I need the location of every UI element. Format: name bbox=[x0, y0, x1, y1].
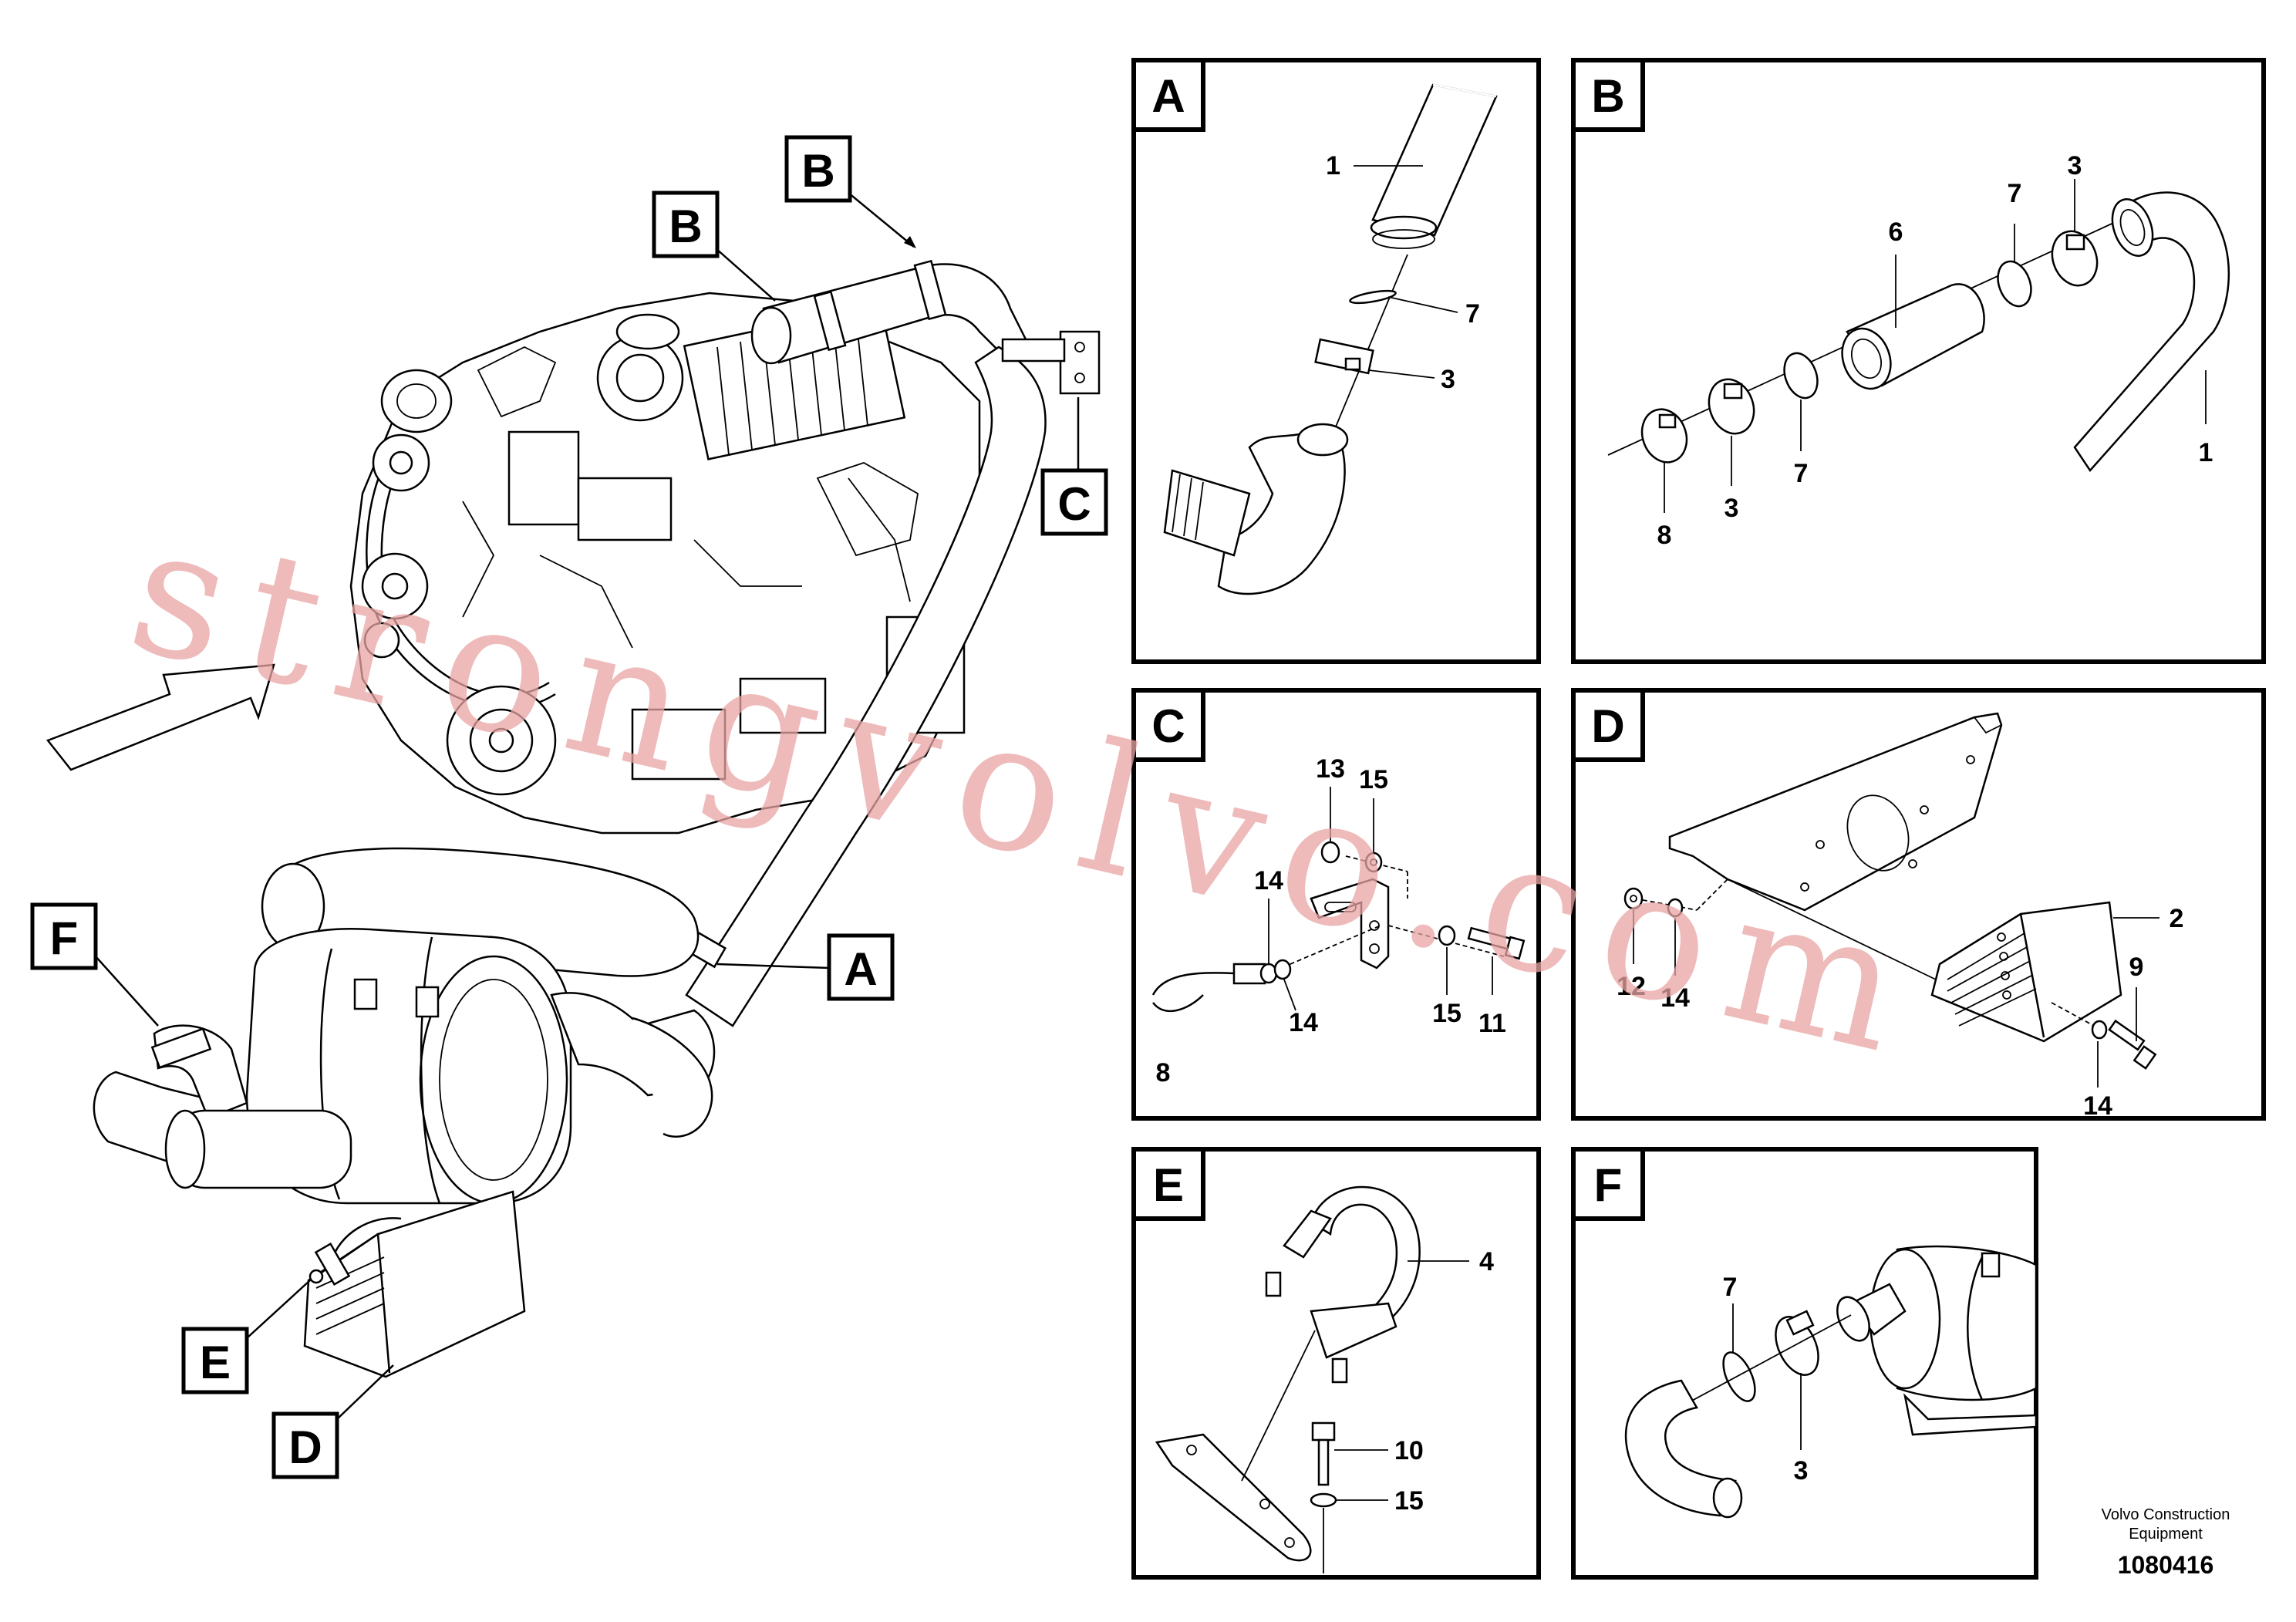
intake-pipe bbox=[666, 259, 1101, 1027]
svg-text:14: 14 bbox=[1254, 866, 1283, 895]
svg-text:E: E bbox=[1153, 1159, 1184, 1211]
svg-text:B: B bbox=[669, 201, 702, 252]
direction-arrow bbox=[46, 663, 275, 771]
svg-text:8: 8 bbox=[1657, 521, 1672, 550]
svg-text:D: D bbox=[288, 1421, 322, 1473]
svg-text:A: A bbox=[844, 943, 877, 995]
brand-line-1: Volvo Construction bbox=[2102, 1506, 2230, 1523]
detail-panel-e: E 4 10 15 bbox=[1131, 1147, 1541, 1580]
svg-text:B: B bbox=[801, 145, 834, 197]
callout-a: A bbox=[716, 933, 895, 1001]
svg-text:1: 1 bbox=[2199, 438, 2213, 467]
svg-text:2: 2 bbox=[2170, 904, 2184, 933]
svg-text:C: C bbox=[1151, 700, 1185, 752]
detail-panel-d: D bbox=[1571, 688, 2266, 1121]
svg-text:3: 3 bbox=[1794, 1456, 1809, 1485]
drawing-footer: Volvo Construction Equipment 1080416 bbox=[2102, 1506, 2230, 1579]
callout-b-upper: B bbox=[784, 135, 916, 248]
svg-text:8: 8 bbox=[1156, 1058, 1171, 1088]
engine-overview: B B C A F bbox=[30, 135, 1108, 1479]
svg-text:11: 11 bbox=[1478, 1009, 1506, 1038]
svg-text:E: E bbox=[200, 1337, 231, 1388]
svg-text:15: 15 bbox=[1432, 999, 1462, 1028]
detail-panel-b: B 8 3 7 6 7 3 1 bbox=[1571, 58, 2266, 664]
detail-panel-a: A 1 7 3 bbox=[1131, 58, 1541, 664]
svg-text:15: 15 bbox=[1394, 1486, 1424, 1516]
svg-text:7: 7 bbox=[1723, 1273, 1738, 1302]
svg-text:12: 12 bbox=[1617, 972, 1646, 1001]
svg-text:10: 10 bbox=[1394, 1436, 1424, 1465]
svg-text:4: 4 bbox=[1479, 1247, 1494, 1276]
svg-text:9: 9 bbox=[2129, 953, 2144, 982]
svg-text:D: D bbox=[1591, 700, 1624, 752]
svg-text:7: 7 bbox=[2008, 179, 2022, 208]
exhaust-aftertreatment bbox=[93, 847, 716, 1378]
svg-text:A: A bbox=[1151, 70, 1185, 122]
callout-e: E bbox=[181, 1280, 311, 1394]
callout-b-lower: B bbox=[652, 191, 776, 302]
brand-line-2: Equipment bbox=[2129, 1526, 2203, 1543]
engine-block bbox=[349, 292, 981, 835]
svg-text:3: 3 bbox=[2068, 151, 2082, 180]
svg-text:3: 3 bbox=[1441, 365, 1455, 394]
svg-text:F: F bbox=[50, 912, 79, 964]
svg-text:7: 7 bbox=[1794, 459, 1809, 488]
overview-callouts: B B C A F bbox=[30, 135, 1108, 1479]
svg-text:B: B bbox=[1591, 70, 1624, 122]
svg-text:6: 6 bbox=[1889, 218, 1903, 247]
svg-text:3: 3 bbox=[1725, 494, 1739, 523]
svg-text:7: 7 bbox=[1465, 299, 1480, 329]
detail-panel-f: F 7 3 bbox=[1571, 1147, 2038, 1580]
svg-text:13: 13 bbox=[1316, 754, 1345, 784]
svg-text:F: F bbox=[1594, 1159, 1623, 1211]
svg-text:15: 15 bbox=[1359, 765, 1388, 794]
svg-text:14: 14 bbox=[1289, 1008, 1318, 1037]
svg-text:14: 14 bbox=[1660, 983, 1690, 1013]
svg-text:C: C bbox=[1057, 478, 1091, 530]
callout-c: C bbox=[1040, 397, 1108, 536]
svg-text:1: 1 bbox=[1326, 151, 1340, 180]
callout-f: F bbox=[30, 902, 159, 1027]
svg-text:14: 14 bbox=[2083, 1091, 2112, 1121]
callout-d: D bbox=[271, 1364, 394, 1479]
detail-panel-c: C 13 15 14 15 11 bbox=[1131, 688, 1541, 1121]
drawing-number: 1080416 bbox=[2118, 1551, 2214, 1579]
